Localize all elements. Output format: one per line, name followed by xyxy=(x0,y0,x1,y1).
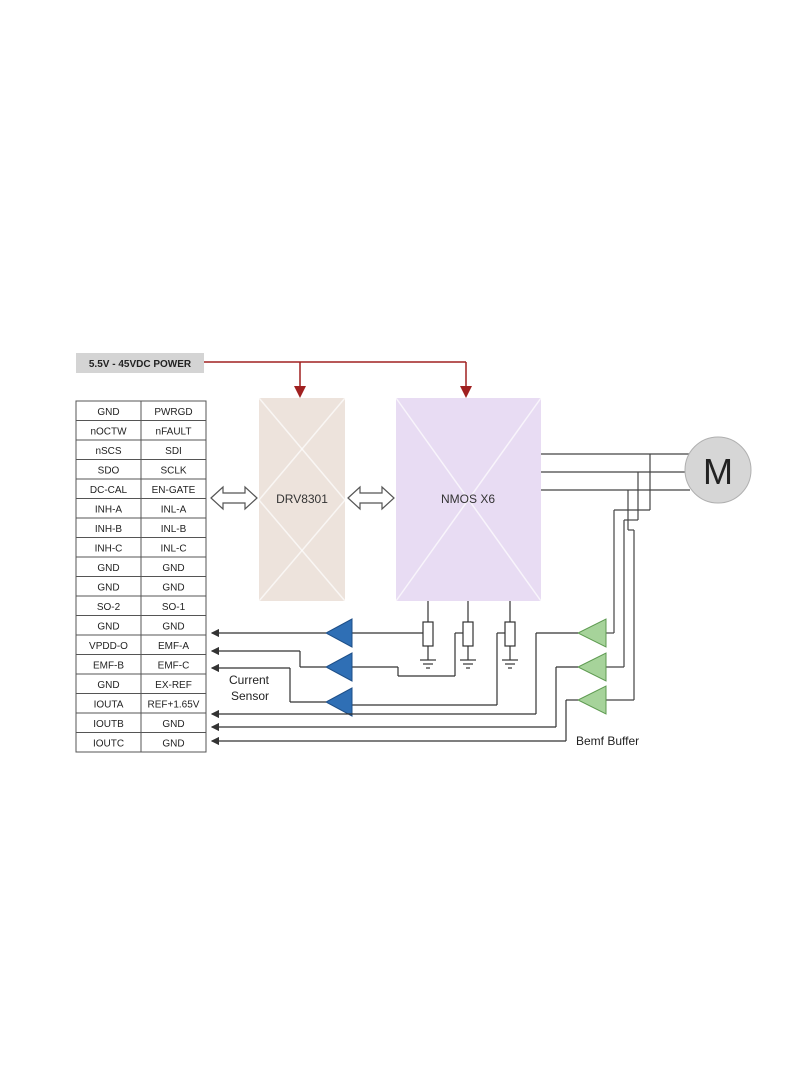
pin-label: GND xyxy=(162,582,184,593)
pin-label: PWRGD xyxy=(154,407,192,418)
bemf-buffer-c xyxy=(576,685,607,715)
pin-label: INH-A xyxy=(95,504,123,515)
drv8301-label: DRV8301 xyxy=(276,492,328,506)
current-sense-amps xyxy=(324,618,353,717)
pin-label: SO-1 xyxy=(162,602,186,613)
shunt-resistors xyxy=(420,601,518,669)
pin-label: GND xyxy=(97,563,119,574)
pin-label: EMF-B xyxy=(93,660,124,671)
pin-label: nFAULT xyxy=(156,426,192,437)
bemf-buffers xyxy=(576,618,607,715)
pin-label: IOUTC xyxy=(93,738,124,749)
bemf-buffer-label: Bemf Buffer xyxy=(576,734,639,748)
drv8301-block: DRV8301 xyxy=(258,397,346,602)
pin-label: DC-CAL xyxy=(90,485,128,496)
pin-label: GND xyxy=(162,621,184,632)
bus-arrow-driver-to-nmos xyxy=(347,485,395,511)
current-sensor-label-line1: Current xyxy=(229,673,270,687)
power-label-text: 5.5V - 45VDC POWER xyxy=(89,359,192,370)
pin-label: GND xyxy=(162,563,184,574)
pin-label: VPDD-O xyxy=(89,641,128,652)
sense-amp-c xyxy=(324,687,353,717)
output-wires xyxy=(210,628,578,746)
bus-arrow-table-to-driver xyxy=(210,485,258,511)
sense-amp-a xyxy=(324,618,353,648)
pin-label: REF+1.65V xyxy=(148,699,200,710)
pin-label: EMF-C xyxy=(158,660,190,671)
pin-label: GND xyxy=(97,582,119,593)
pin-label: INL-C xyxy=(160,543,186,554)
pin-label: GND xyxy=(162,719,184,730)
pin-label: SCLK xyxy=(160,465,186,476)
pin-label: INH-B xyxy=(95,524,123,535)
motor-phase-lines xyxy=(541,453,690,491)
pin-label: INL-A xyxy=(161,504,187,515)
pin-label: GND xyxy=(97,680,119,691)
pin-label: nSCS xyxy=(95,446,121,457)
pin-label: SO-2 xyxy=(97,602,121,613)
motor: M xyxy=(684,436,752,504)
pin-label: GND xyxy=(162,738,184,749)
pin-label: GND xyxy=(97,621,119,632)
pin-label: INH-C xyxy=(95,543,123,554)
pin-label: nOCTW xyxy=(90,426,127,437)
pin-header-table: GND PWRGD nOCTW nFAULT nSCS SDI SDO SCLK DC-CAL E… xyxy=(75,400,207,753)
power-rail xyxy=(204,361,472,398)
bemf-buffer-a xyxy=(576,618,607,648)
pin-label: IOUTB xyxy=(93,719,124,730)
pin-label: EMF-A xyxy=(158,641,189,652)
pin-label: EN-GATE xyxy=(152,485,196,496)
pin-label: INL-B xyxy=(161,524,187,535)
pin-label: EX-REF xyxy=(155,680,192,691)
sense-wires xyxy=(352,632,505,706)
pin-label: GND xyxy=(97,407,119,418)
bemf-buffer-b xyxy=(576,652,607,682)
sense-amp-b xyxy=(324,652,353,682)
pin-label: SDO xyxy=(98,465,120,476)
pin-cell xyxy=(140,732,207,753)
power-supply-label: 5.5V - 45VDC POWER xyxy=(76,353,204,373)
nmos-label: NMOS X6 xyxy=(441,492,495,506)
current-sensor-label-line2: Sensor xyxy=(231,689,269,703)
bemf-tap-wires xyxy=(606,454,651,701)
motor-label: M xyxy=(703,451,733,492)
pin-label: IOUTA xyxy=(94,699,124,710)
pin-label: SDI xyxy=(165,446,182,457)
nmos-block: NMOS X6 xyxy=(395,397,542,602)
